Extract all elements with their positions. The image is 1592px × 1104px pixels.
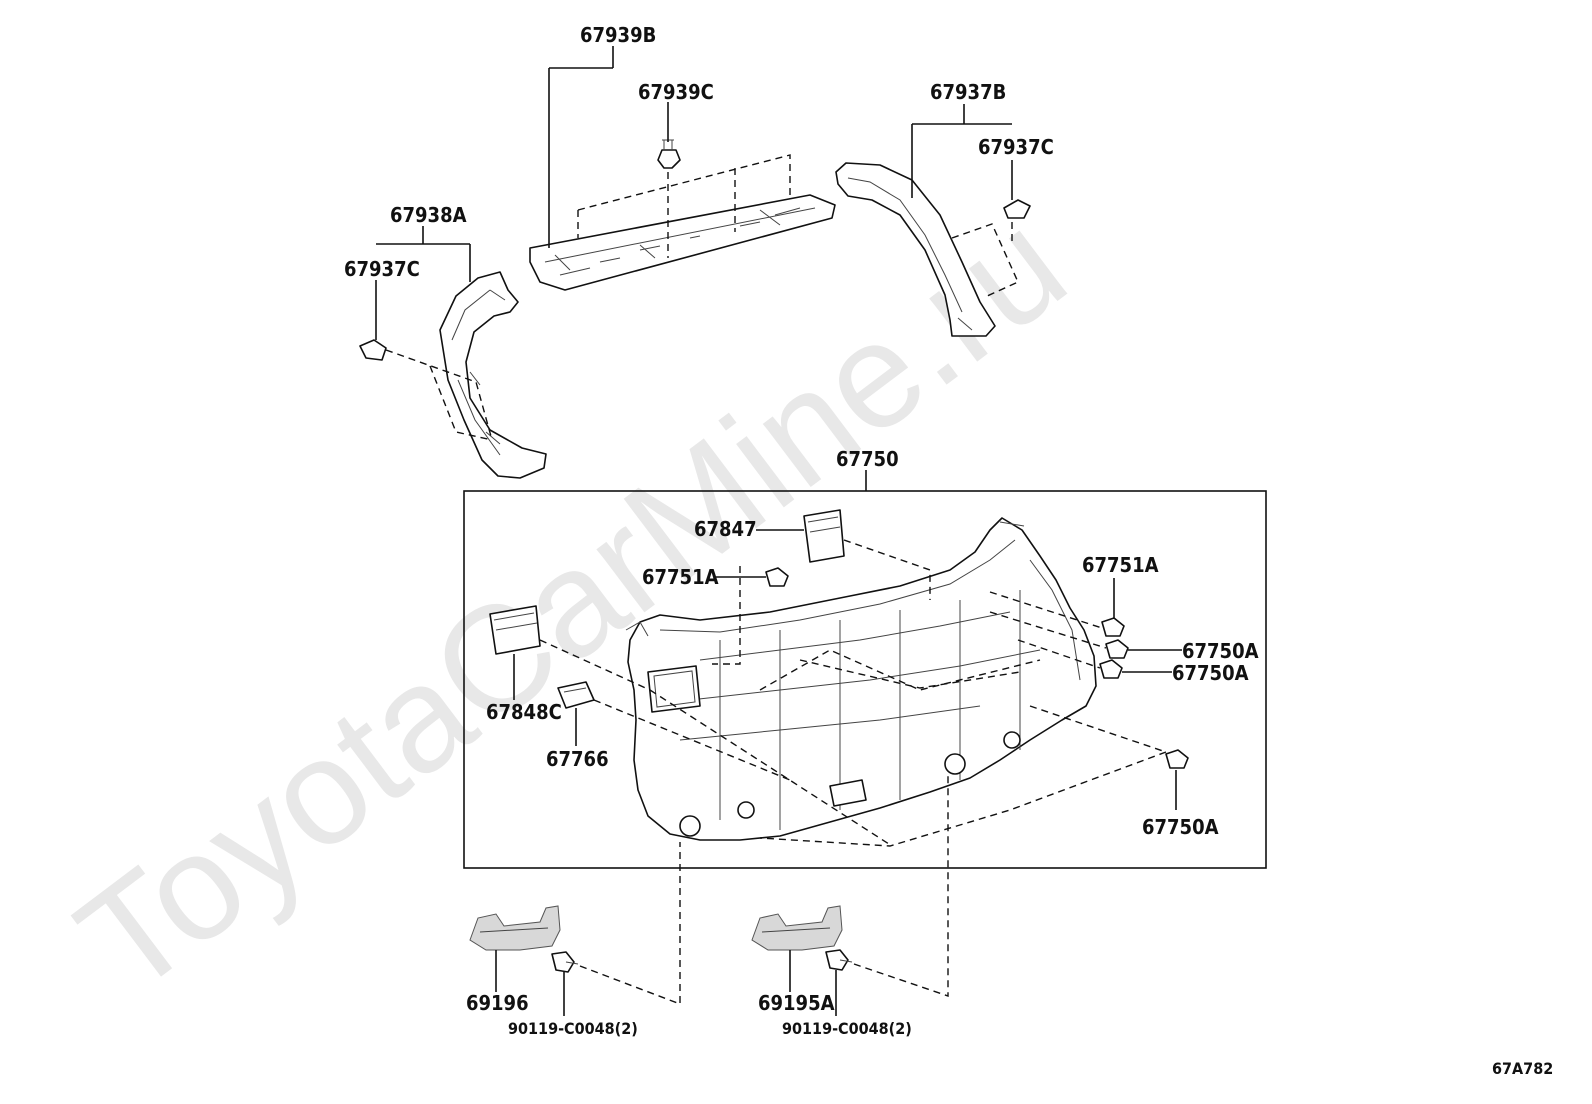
label-67750a-3: 67750A [1142, 815, 1219, 839]
label-69196: 69196 [466, 991, 529, 1015]
guide-67937b [951, 222, 1019, 298]
guide-67938a [385, 349, 493, 441]
label-90119-right: 90119-C0048(2) [782, 1019, 912, 1038]
part-67937b-right-garnish[interactable] [835, 162, 996, 337]
label-67939c: 67939C [638, 80, 714, 104]
part-67939c-clip[interactable] [657, 139, 681, 169]
part-67848c-cover[interactable] [489, 605, 541, 655]
label-67751a-right: 67751A [1082, 553, 1159, 577]
guide-center [759, 649, 1041, 691]
part-90119-right-screw[interactable] [825, 949, 853, 971]
diagram-code: 67A782 [1492, 1059, 1553, 1078]
label-67848c: 67848C [486, 700, 562, 724]
label-67750: 67750 [836, 447, 899, 471]
label-69195a: 69195A [758, 991, 835, 1015]
part-67750a-clip-1[interactable] [1105, 639, 1129, 659]
part-69195a-pull-handle[interactable] [751, 905, 843, 951]
part-67937c-right-clip[interactable] [1003, 199, 1031, 219]
label-67939b: 67939B [580, 23, 656, 47]
leader-67937b [911, 104, 1012, 198]
guide-67751a-left [712, 566, 741, 665]
label-67751a-left: 67751A [642, 565, 719, 589]
leader-67938a [376, 226, 471, 282]
part-69196-pull-handle[interactable] [469, 905, 561, 951]
part-67750a-clip-3[interactable] [1165, 749, 1189, 769]
assembly-box-67750 [463, 490, 1267, 869]
part-67750-back-door-trim-board[interactable] [625, 517, 1097, 841]
part-67938a-left-garnish[interactable] [439, 271, 547, 479]
part-67751a-left-clip[interactable] [765, 567, 789, 587]
guide-67848c [539, 639, 893, 847]
guide-67939b-box [577, 154, 791, 258]
label-90119-left: 90119-C0048(2) [508, 1019, 638, 1038]
part-67937c-left-clip[interactable] [359, 339, 387, 361]
part-67939b-upper-garnish[interactable] [529, 194, 836, 291]
part-90119-left-screw[interactable] [551, 951, 579, 973]
leader-67939b [548, 46, 614, 248]
part-67751a-right-clip[interactable] [1101, 617, 1125, 637]
part-67847-cover[interactable] [803, 509, 845, 563]
label-67938a: 67938A [390, 203, 467, 227]
guide-69195a-screw [853, 774, 949, 997]
part-67750a-clip-2[interactable] [1099, 659, 1123, 679]
label-67766: 67766 [546, 747, 609, 771]
guide-right-clips [759, 591, 1167, 847]
label-67937c-right: 67937C [978, 135, 1054, 159]
label-67937c-left: 67937C [344, 257, 420, 281]
label-67847: 67847 [694, 517, 757, 541]
guide-69196-screw [579, 842, 681, 1006]
label-67750a-1: 67750A [1182, 639, 1259, 663]
label-67750a-2: 67750A [1172, 661, 1249, 685]
guide-67847 [843, 539, 931, 600]
label-67937b: 67937B [930, 80, 1006, 104]
